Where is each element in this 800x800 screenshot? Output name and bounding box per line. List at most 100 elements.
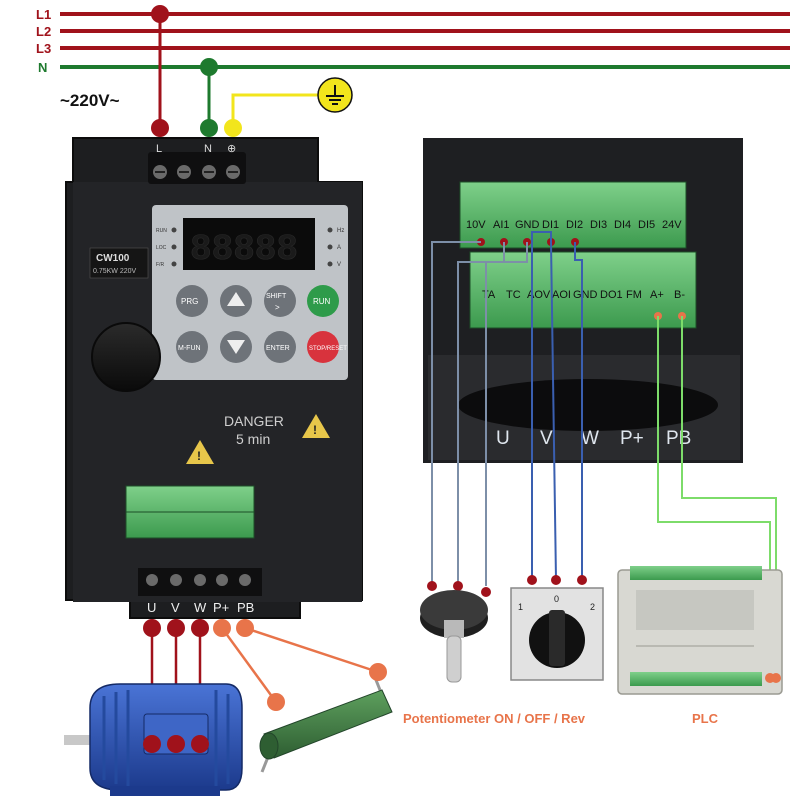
- svg-text:!: !: [313, 423, 317, 437]
- terminal-aoi: AOI: [552, 289, 571, 301]
- terminal-gnd-2: GND: [573, 289, 598, 301]
- terminal-aov: AOV: [527, 289, 551, 301]
- closeup-terminal-u: U: [496, 428, 510, 449]
- terminal-fm: FM: [626, 289, 642, 301]
- terminal-dot-pe: [224, 119, 242, 137]
- svg-text:STOP/RESET: STOP/RESET: [309, 346, 347, 352]
- resistor-terminal-1: [267, 693, 285, 711]
- terminal-dot-n: [200, 119, 218, 137]
- terminal-label-v: V: [171, 600, 180, 615]
- terminal-label-n: N: [204, 143, 212, 155]
- motor: [64, 683, 243, 796]
- warning-triangle-icon: [186, 440, 214, 464]
- terminal-24v: 24V: [662, 219, 682, 231]
- prg-button[interactable]: PRG: [176, 285, 208, 317]
- terminal-do1: DO1: [600, 289, 623, 301]
- terminal-a-plus: A+: [650, 289, 664, 301]
- terminal-gnd: GND: [515, 219, 540, 231]
- power-terminal-slot: [458, 379, 718, 431]
- switch-position-1: 1: [518, 602, 523, 612]
- terminal-tc: TC: [506, 289, 521, 301]
- model-plate: [89, 247, 149, 279]
- potentiometer-caption: Potentiometer ON / OFF / Rev: [403, 711, 586, 726]
- terminal-di5: DI5: [638, 219, 655, 231]
- voltage-label: ~220V~: [60, 91, 120, 110]
- ground-icon: [317, 77, 353, 113]
- terminal-wire-dots: [477, 238, 686, 320]
- warning-time: 5 min: [236, 431, 270, 447]
- line-label-n: N: [38, 60, 47, 75]
- model-name: CW100: [96, 253, 130, 264]
- closeup-terminal-v: V: [540, 428, 553, 449]
- status-leds: RUN LOC F/R Hz A V: [156, 227, 344, 268]
- down-button[interactable]: [220, 331, 252, 363]
- terminal-label-w: W: [194, 600, 207, 615]
- up-button[interactable]: [220, 285, 252, 317]
- svg-text:>: >: [275, 303, 280, 312]
- motor-terminal-w: [191, 735, 209, 753]
- plc-caption: PLC: [692, 711, 719, 726]
- led-display: 88888: [190, 229, 298, 270]
- terminal-di2: DI2: [566, 219, 583, 231]
- led-label-run: RUN: [156, 228, 167, 234]
- down-arrow-icon: [227, 340, 245, 354]
- run-button[interactable]: RUN: [307, 285, 339, 317]
- svg-text:PRG: PRG: [181, 297, 198, 306]
- resistor-terminal-2: [369, 663, 387, 681]
- terminal-di1: DI1: [542, 219, 559, 231]
- warning-triangle-icon: [302, 414, 330, 438]
- line-label-l2: L2: [36, 24, 51, 39]
- terminal-b-minus: B-: [674, 289, 685, 301]
- switch-position-2: 2: [590, 602, 595, 612]
- unit-label-hz: Hz: [337, 228, 344, 234]
- switch-position-0: 0: [554, 594, 559, 604]
- terminal-10v: 10V: [466, 219, 486, 231]
- closeup-terminal-p-plus: P+: [620, 428, 644, 449]
- terminal-di3: DI3: [590, 219, 607, 231]
- line-label-l1: L1: [36, 7, 51, 22]
- potentiometer[interactable]: [420, 581, 491, 683]
- terminal-di4: DI4: [614, 219, 631, 231]
- svg-text:SHIFT: SHIFT: [266, 293, 287, 300]
- shift-button[interactable]: SHIFT >: [264, 285, 296, 317]
- terminal-dot-l: [151, 119, 169, 137]
- enter-button[interactable]: ENTER: [264, 331, 296, 363]
- motor-terminal-v: [167, 735, 185, 753]
- terminal-ta: TA: [482, 289, 496, 301]
- top-terminal-strip: [459, 181, 687, 249]
- model-rating: 0.75KW 220V: [93, 268, 137, 275]
- svg-text:RUN: RUN: [313, 297, 331, 306]
- closeup-terminal-w: W: [581, 428, 599, 449]
- terminal-label-u: U: [147, 600, 156, 615]
- plc-module: [617, 566, 783, 695]
- svg-text:ENTER: ENTER: [266, 345, 290, 352]
- output-terminal-screws: [146, 574, 251, 586]
- supply-lines: L1 L2 L3 N ~220V~: [36, 7, 790, 110]
- input-terminal-screws: [153, 165, 240, 179]
- closeup-terminal-pb: PB: [666, 428, 691, 449]
- line-label-l3: L3: [36, 41, 51, 56]
- output-terminal-dots: [143, 619, 254, 637]
- warning-title: DANGER: [224, 413, 284, 429]
- supply-drops: [151, 5, 353, 137]
- up-arrow-icon: [227, 292, 245, 306]
- input-terminal-block: [148, 152, 246, 184]
- junction-dot: [151, 5, 169, 23]
- brake-resistor: [259, 663, 393, 773]
- warning-area: ! ! DANGER 5 min: [186, 413, 330, 464]
- motor-terminal-u: [143, 735, 161, 753]
- svg-text:!: !: [197, 449, 201, 463]
- unit-label-v: V: [337, 262, 341, 268]
- junction-dot: [200, 58, 218, 76]
- mfun-button[interactable]: M-FUN: [176, 331, 208, 363]
- terminal-label-pb: PB: [237, 600, 254, 615]
- terminal-label-p-plus: P+: [213, 600, 229, 615]
- rotary-switch[interactable]: 1 0 2: [510, 575, 604, 681]
- control-terminal-closeup: 10V AI1 GND DI1 DI2 DI3 DI4 DI5 24V TA T…: [423, 138, 743, 463]
- svg-text:M-FUN: M-FUN: [178, 345, 201, 352]
- stop-reset-button[interactable]: STOP/RESET: [307, 331, 347, 363]
- speed-knob[interactable]: [91, 322, 161, 392]
- terminal-ai1: AI1: [493, 219, 510, 231]
- terminal-label-l: L: [156, 143, 162, 155]
